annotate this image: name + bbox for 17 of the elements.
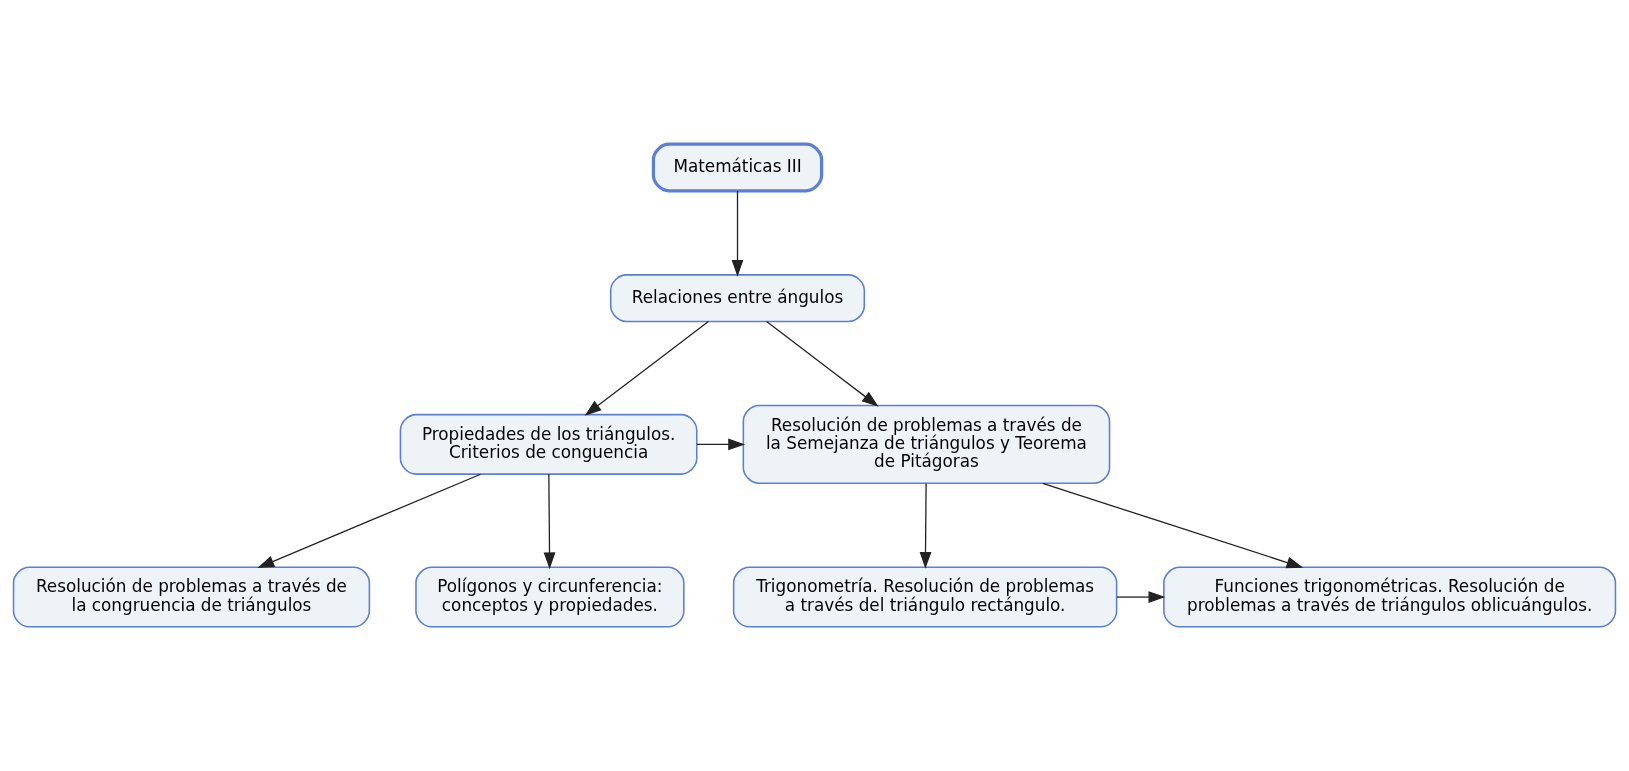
arrow — [584, 320, 710, 416]
node-box: Funciones trigonométricas. Resolución de problemas a través de triángulos oblicuángulos. — [1163, 566, 1617, 628]
arrow — [1042, 482, 1304, 569]
node-box: Resolución de problemas a través de la congruencia de triángulos — [12, 566, 371, 628]
node-box: Resolución de problemas a través de la Semejanza de triángulos y Teorema de Pitágoras — [742, 404, 1111, 484]
node-box: Relaciones entre ángulos — [609, 274, 866, 323]
node-box: Polígonos y circunferencia: conceptos y propiedades. — [415, 566, 685, 628]
node-box: Propiedades de los triángulos. Criterios de conguencia — [399, 413, 698, 475]
arrow — [696, 438, 746, 451]
arrow — [731, 190, 744, 277]
arrow — [765, 320, 879, 407]
arrow — [543, 473, 556, 570]
arrow — [1116, 591, 1166, 603]
arrow — [919, 482, 932, 569]
arrow — [257, 473, 482, 569]
node-box: Matemáticas III — [651, 142, 824, 193]
node-box: Trigonometría. Resolución de problemas a través del triángulo rectángulo. — [732, 566, 1118, 628]
